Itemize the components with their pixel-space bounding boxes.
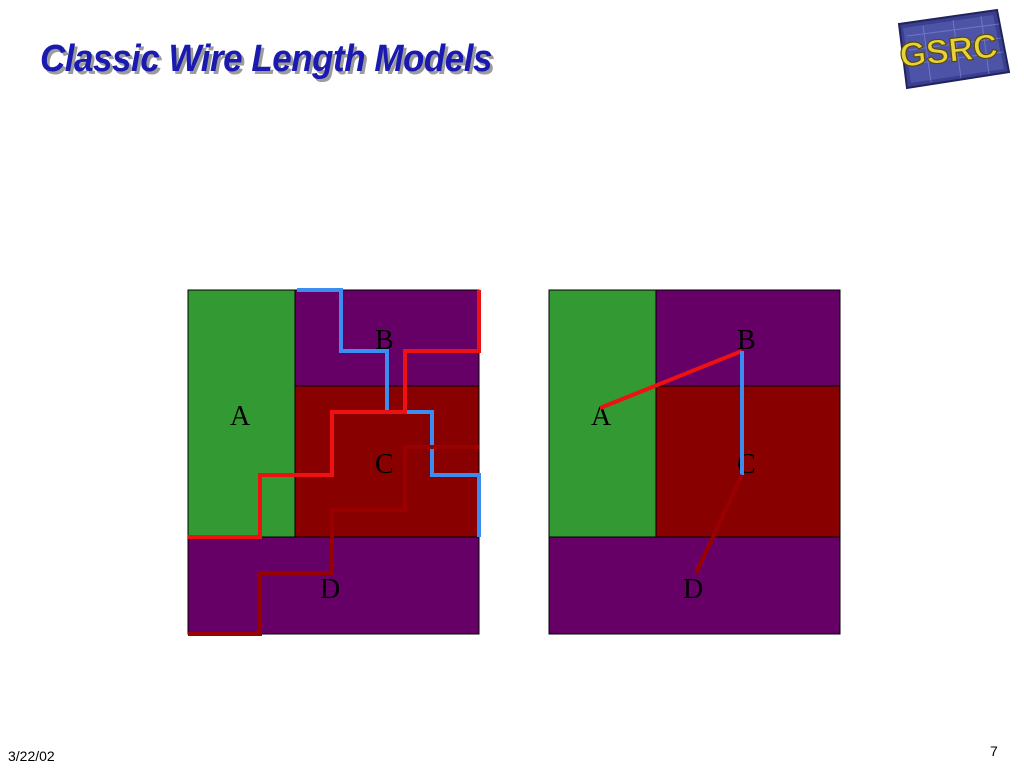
label-a: A (591, 401, 612, 432)
block-b (655, 289, 841, 387)
label-d: D (683, 574, 703, 605)
page-number: 7 (990, 743, 998, 759)
gsrc-logo-icon: GSRC (897, 8, 1011, 90)
label-a: A (230, 401, 251, 432)
wire-red-direct (599, 349, 743, 410)
label-c: C (375, 449, 394, 480)
wire-dark-red-routed (188, 445, 479, 636)
block-d (548, 536, 841, 635)
label-b: B (375, 325, 394, 356)
wire-red-routed (188, 290, 481, 539)
left-floorplan: A B C D (187, 288, 481, 636)
slide-title: Classic Wire Length Models (40, 38, 493, 80)
right-floorplan: A B C D (548, 289, 841, 635)
label-d: D (320, 574, 340, 605)
footer-date: 3/22/02 (8, 748, 55, 764)
label-b: B (737, 325, 756, 356)
wire-dark-red-direct (694, 474, 744, 574)
block-c (655, 385, 841, 538)
